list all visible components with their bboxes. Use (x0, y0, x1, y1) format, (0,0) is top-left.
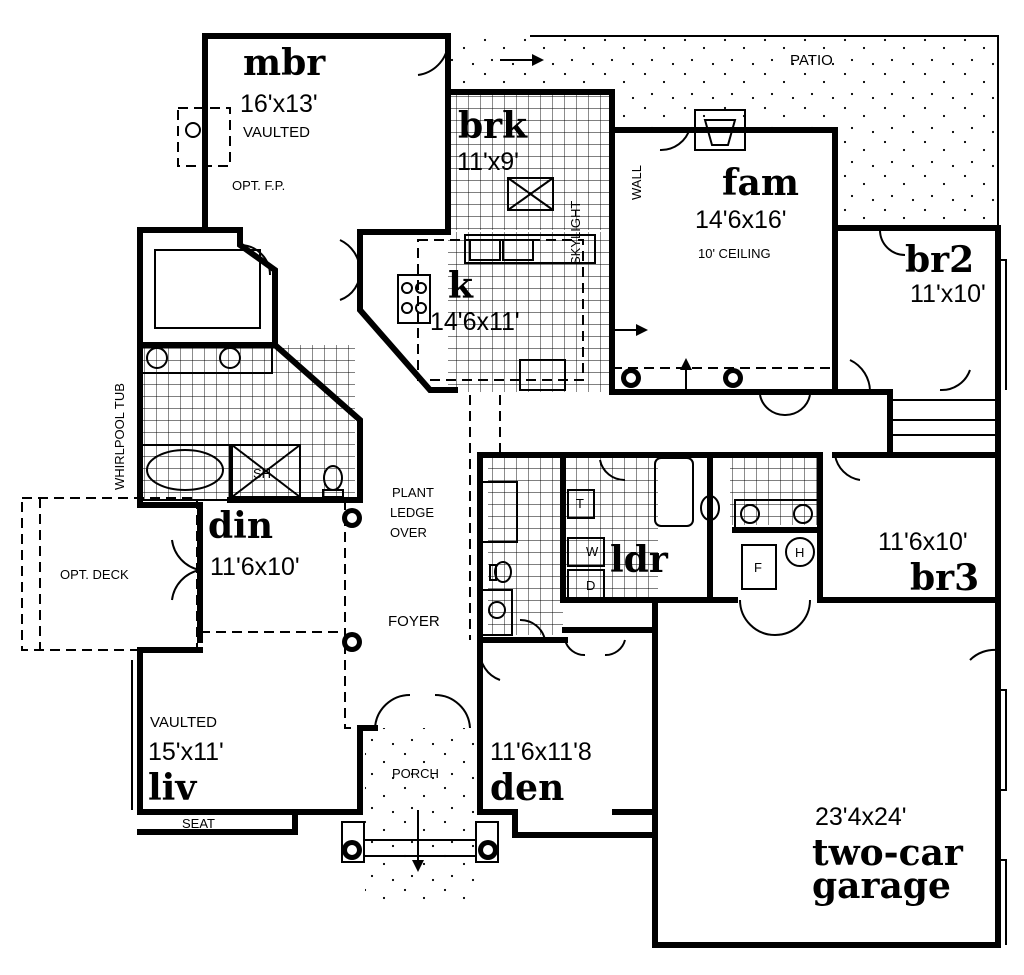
plant-label: PLANT (392, 485, 434, 500)
fam-ceiling-note: 10' CEILING (698, 246, 771, 261)
brk-dimensions: 11'x9' (457, 148, 519, 176)
mbr-dimensions: 16'x13' (240, 90, 318, 118)
br2-name: br2 (905, 239, 974, 281)
porch-label: PORCH (392, 766, 439, 781)
brk-name: brk (458, 105, 528, 147)
garage-line2: garage (812, 865, 951, 907)
over-label: OVER (390, 525, 427, 540)
fam-dimensions: 14'6x16' (695, 206, 787, 234)
din-dimensions: 11'6x10' (210, 553, 300, 581)
door-swings (171, 44, 999, 729)
walls (137, 33, 1001, 948)
garage-line1: two-car (812, 832, 964, 874)
patio-label: PATIO (790, 52, 833, 69)
ldr-name: ldr (610, 539, 669, 581)
foyer-label: FOYER (388, 613, 440, 630)
skylight-label: SKYLIGHT (568, 201, 583, 265)
mbr-note: VAULTED (243, 124, 310, 141)
dryer-label: D (586, 578, 595, 593)
den-dimensions: 11'6x11'8 (490, 738, 592, 766)
br3-name: br3 (910, 557, 979, 599)
din-name: din (208, 505, 273, 547)
den-name: den (490, 767, 564, 809)
liv-name: liv (148, 767, 197, 809)
furnace-label: F (754, 560, 762, 575)
heater-label: H (795, 545, 804, 560)
kitchen-dimensions: 14'6x11' (430, 308, 520, 336)
shower-label: SH (253, 466, 271, 481)
opt-deck-outline (21, 497, 198, 651)
opt-deck-label: OPT. DECK (60, 567, 129, 582)
tile-floors (140, 92, 820, 635)
fam-name: fam (722, 162, 799, 204)
tub-label: T (576, 496, 584, 511)
kitchen-name: k (448, 265, 474, 307)
br3-dimensions: 11'6x10' (878, 528, 968, 556)
interior-details (131, 40, 1007, 945)
liv-dimensions: 15'x11' (148, 738, 224, 766)
porch-area (365, 728, 480, 903)
whirlpool-tub-label: WHIRLPOOL TUB (112, 383, 127, 490)
arrows (500, 54, 692, 395)
opt-fireplace-label: OPT. F.P. (232, 178, 285, 193)
mbr-name: mbr (243, 42, 326, 84)
garage-dimensions: 23'4x24' (815, 803, 907, 831)
wall-label: WALL (629, 165, 644, 200)
ledge-label: LEDGE (390, 505, 434, 520)
seat-label: SEAT (182, 816, 215, 831)
washer-label: W (586, 544, 599, 559)
patio-area (448, 35, 999, 228)
liv-note: VAULTED (150, 714, 217, 731)
br2-dimensions: 11'x10' (910, 280, 986, 308)
